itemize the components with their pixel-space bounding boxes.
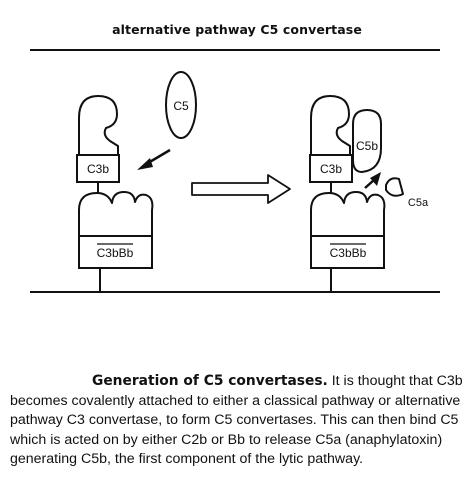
- c3b-label-left: C3b: [87, 162, 109, 176]
- convertase-diagram: C5 C3b C3bBb C3b C5b C5a: [30, 49, 440, 293]
- c5-approach-arrow-shaft: [147, 148, 171, 165]
- figure-caption: Generation of C5 convertases. It is thou…: [10, 372, 470, 470]
- c3bbb-label-right: C3bBb: [330, 246, 367, 260]
- c5-molecule: [165, 71, 197, 139]
- c5a-release-arrow-head: [370, 172, 381, 186]
- transition-arrow: [191, 174, 291, 204]
- caption-body: It is thought that C3b becomes covalentl…: [10, 373, 463, 468]
- figure-title: alternative pathway C5 convertase: [112, 22, 362, 37]
- c5b-molecule: [352, 109, 382, 173]
- caption-lead: Generation of C5 convertases.: [92, 373, 328, 389]
- c3bbb-box-left: [78, 235, 153, 269]
- c3bbb-body-left: [78, 191, 154, 236]
- c3bbb-body-right: [310, 191, 386, 236]
- c3bbb-label-left: C3bBb: [97, 246, 134, 260]
- c3bbb-box-right: [310, 235, 385, 269]
- c5a-release-arrow-shaft: [364, 179, 375, 189]
- c5-label: C5: [173, 99, 189, 113]
- c5-approach-arrow-head: [137, 158, 153, 170]
- c3b-hook-left: [78, 95, 119, 155]
- c3b-label-right: C3b: [320, 162, 342, 176]
- c3b-hook-right: [310, 95, 351, 155]
- c5a-label: C5a: [408, 197, 429, 209]
- c5a-fragment: [385, 177, 404, 197]
- c5b-label: C5b: [356, 139, 378, 153]
